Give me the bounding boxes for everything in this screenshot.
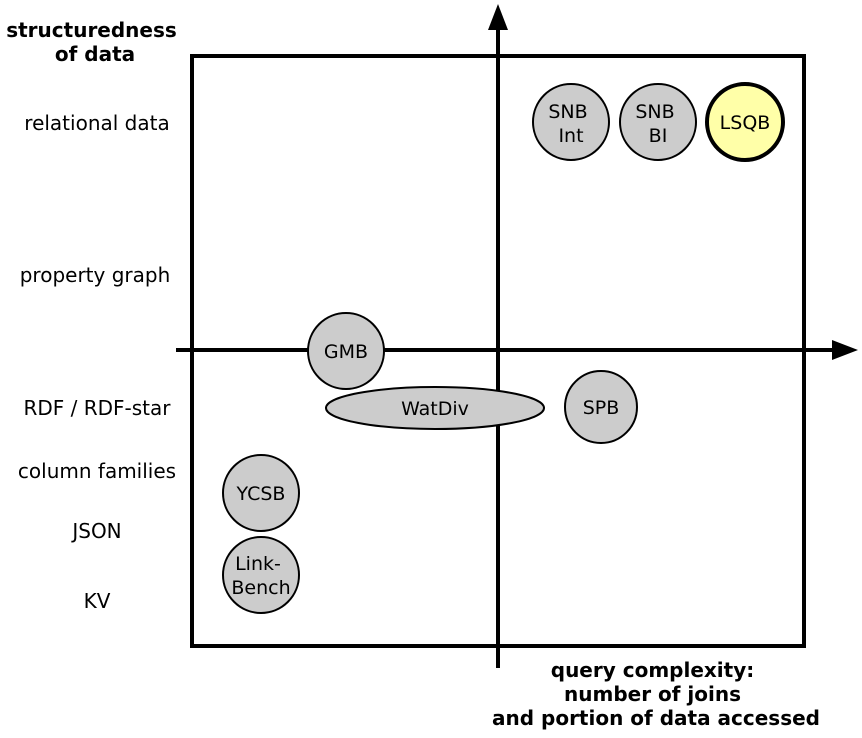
svg-text:SNB Int: SNB Int (548, 101, 593, 147)
y-category-relational-data: relational data (24, 111, 169, 135)
node-gmb: GMB (307, 312, 385, 390)
svg-text:SPB: SPB (583, 397, 620, 419)
svg-text:GMB: GMB (324, 341, 368, 363)
y-category-kv: KV (84, 589, 111, 613)
x-axis-title: query complexity: number of joins and po… (492, 658, 820, 730)
node-snb-int: SNB Int (532, 83, 610, 161)
svg-text:LSQB: LSQB (720, 112, 771, 134)
y-axis-title: structuredness of data (6, 18, 184, 66)
y-category-json: JSON (70, 519, 121, 543)
node-snb-bi: SNB BI (619, 83, 697, 161)
node-watdiv: WatDiv (325, 386, 545, 430)
svg-text:SNB BI: SNB BI (635, 101, 680, 147)
y-category-property-graph: property graph (20, 263, 171, 287)
node-ycsb: YCSB (222, 454, 300, 532)
svg-text:YCSB: YCSB (236, 483, 286, 505)
y-category-column-families: column families (18, 459, 176, 483)
x-axis-arrowhead (832, 340, 858, 360)
node-lsqb: LSQB (705, 82, 785, 162)
svg-text:WatDiv: WatDiv (401, 398, 469, 420)
node-spb: SPB (564, 370, 638, 444)
y-category-rdf: RDF / RDF-star (23, 396, 171, 420)
y-axis-arrowhead (488, 4, 508, 30)
svg-text:Link- Bench: Link- Bench (231, 553, 290, 599)
node-linkbench: Link- Bench (222, 536, 300, 614)
